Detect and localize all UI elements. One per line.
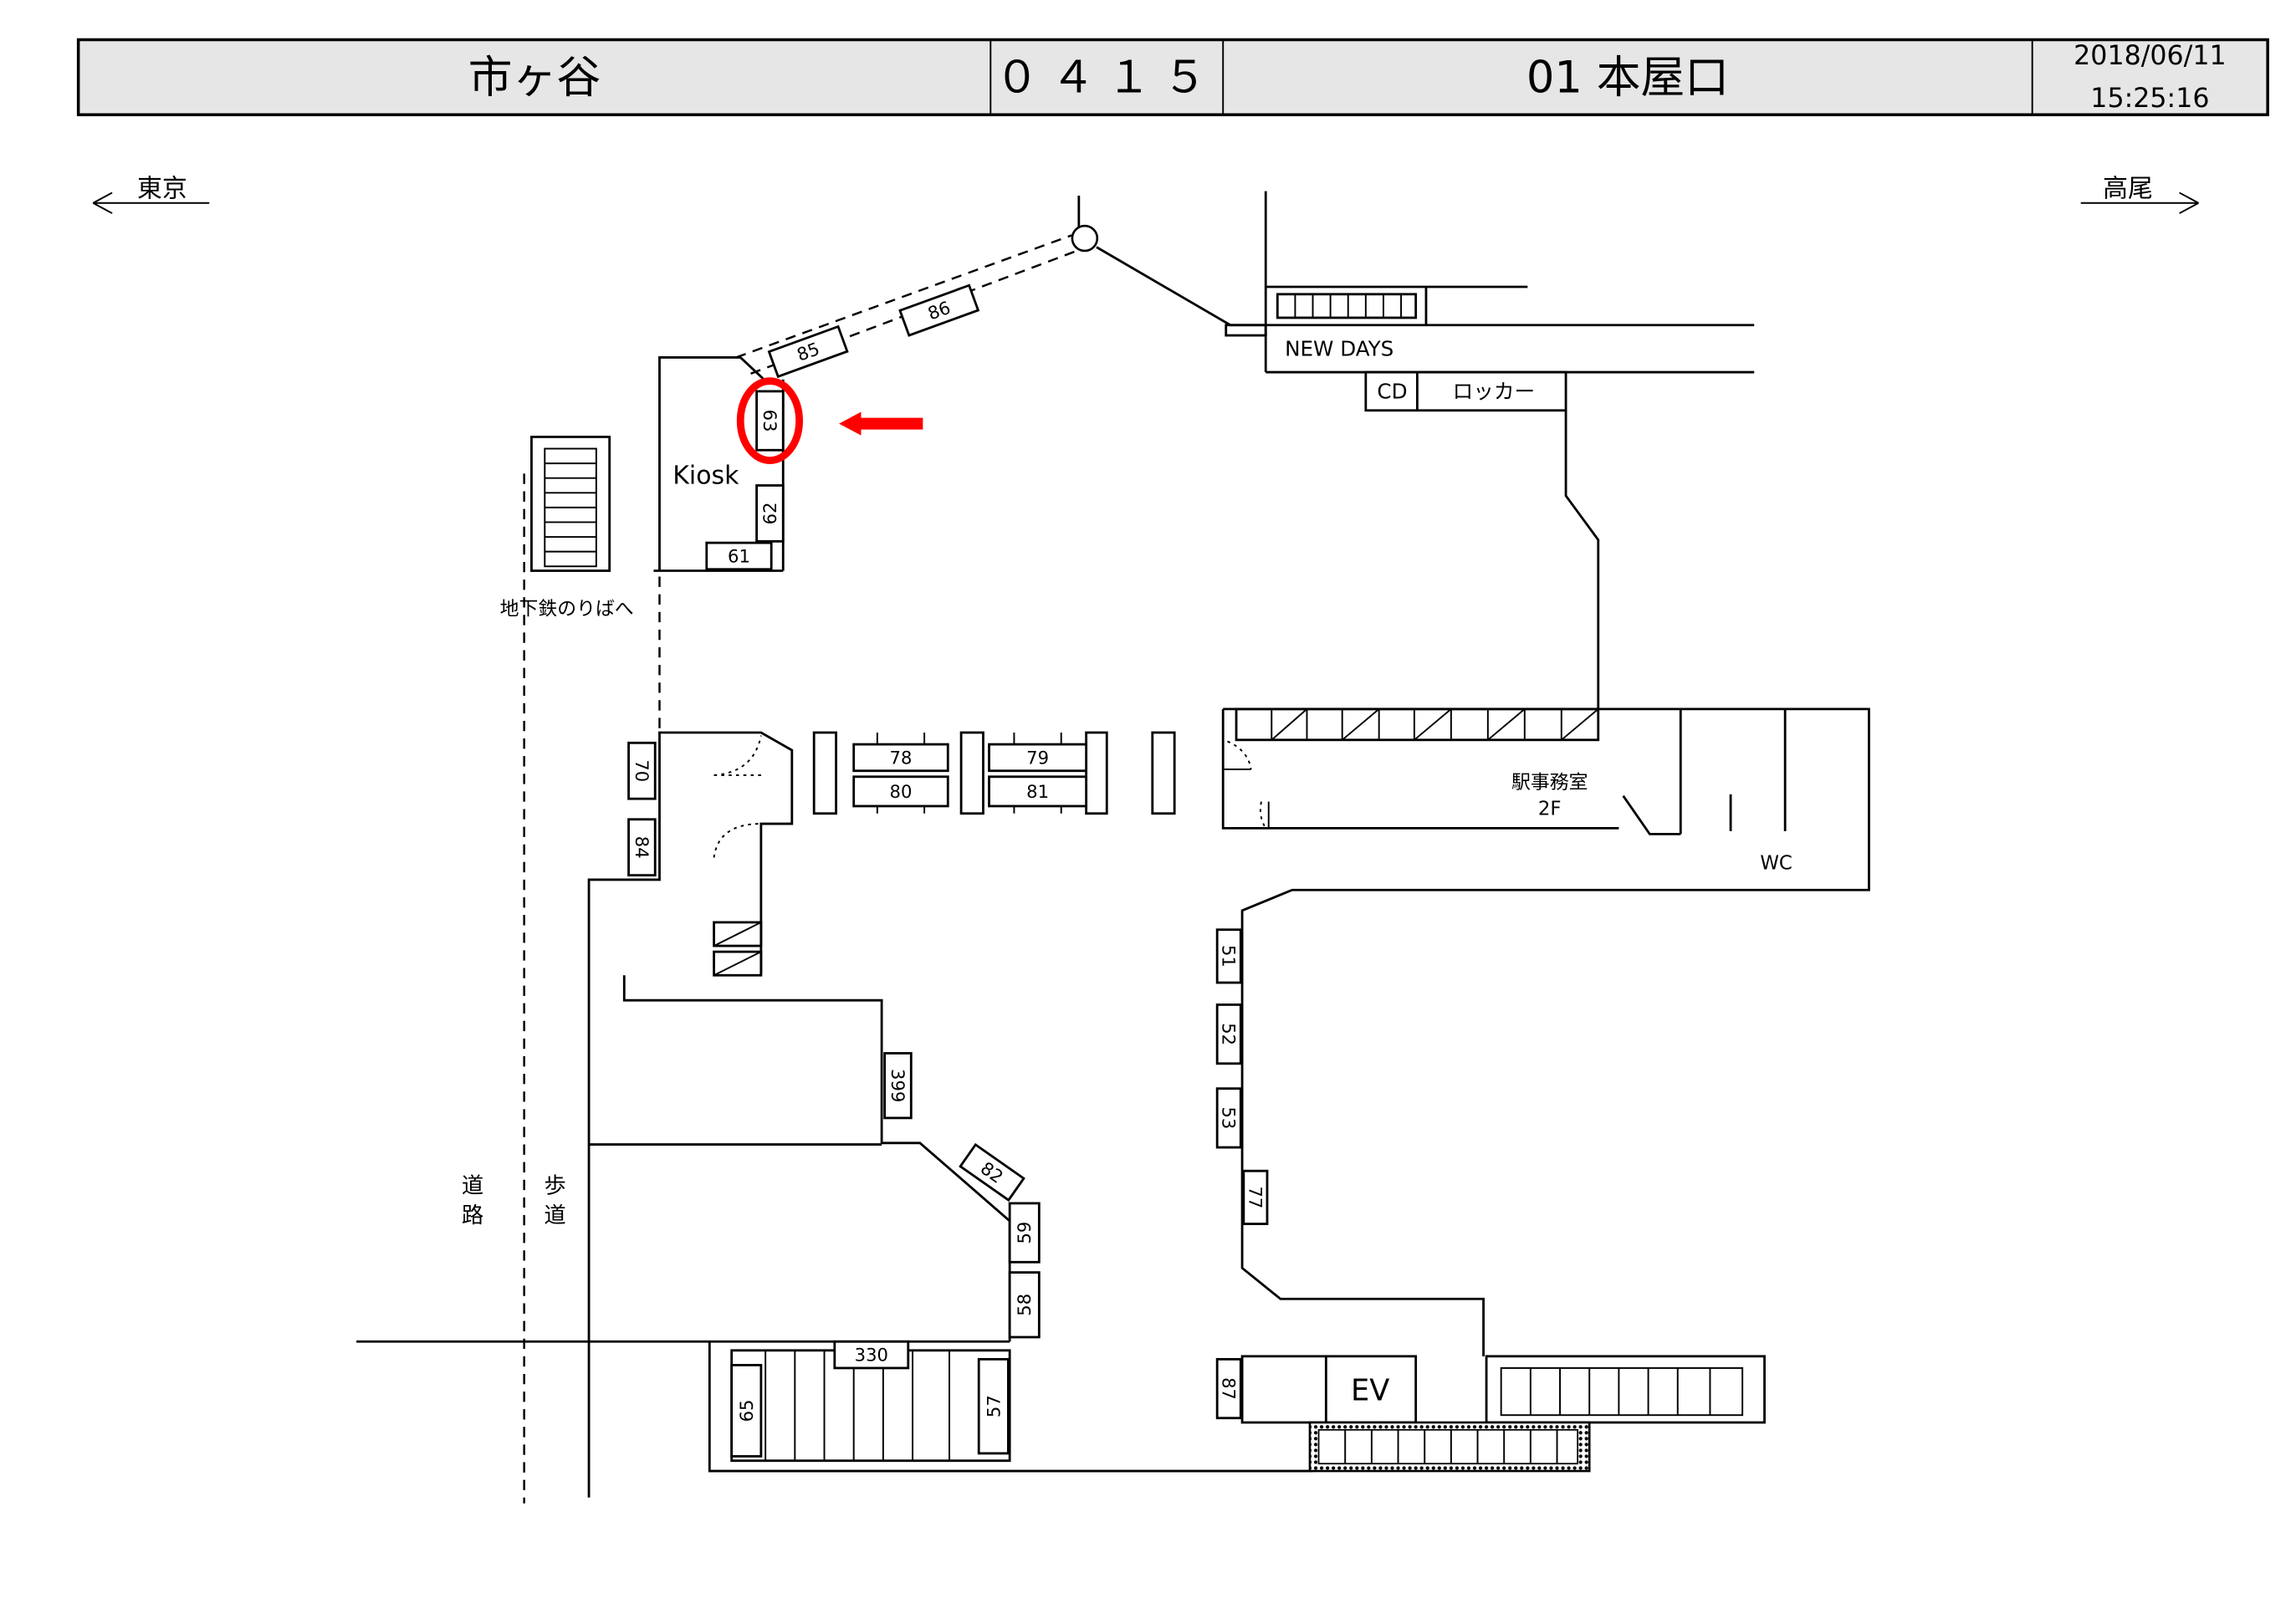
station-name: 市ヶ谷: [468, 53, 601, 104]
direction-takao: 高尾: [2080, 175, 2199, 214]
board-70[interactable]: 70: [627, 741, 657, 800]
board-number: 63: [759, 410, 780, 432]
board-63[interactable]: 63: [755, 390, 785, 452]
new-days-label: NEW DAYS: [1285, 337, 1393, 361]
board-number: 80: [890, 781, 913, 802]
board-number: 79: [1026, 747, 1049, 768]
board-number: 81: [1026, 781, 1049, 802]
board-53[interactable]: 53: [1215, 1087, 1242, 1149]
board-number: 62: [759, 502, 780, 524]
board-59[interactable]: 59: [1008, 1202, 1041, 1264]
board-number: 87: [1219, 1377, 1240, 1400]
board-79[interactable]: 79: [988, 743, 1088, 773]
road-label-2: 路: [462, 1203, 483, 1228]
board-80[interactable]: 80: [852, 775, 949, 808]
board-78[interactable]: 78: [852, 743, 949, 773]
board-62[interactable]: 62: [755, 484, 785, 543]
board-number: 84: [632, 836, 652, 859]
direction-right-label: 高尾: [2103, 175, 2153, 204]
office-floor-label: 2F: [1538, 799, 1562, 820]
board-65[interactable]: 65: [730, 1363, 763, 1458]
board-number: 51: [1219, 945, 1240, 968]
direction-tokyo: 東京: [92, 175, 210, 214]
location-name: 01 本屋口: [1526, 53, 1729, 104]
board-57[interactable]: 57: [977, 1357, 1010, 1455]
sidewalk-label-2: 道: [544, 1203, 565, 1228]
board-number: 78: [890, 747, 913, 768]
board-number: 399: [887, 1069, 908, 1102]
board-number: 77: [1245, 1186, 1266, 1208]
board-58[interactable]: 58: [1008, 1271, 1041, 1339]
board-number: 52: [1219, 1023, 1240, 1045]
board-number: 65: [736, 1400, 757, 1422]
road-label-1: 道: [462, 1174, 483, 1199]
board-number: 59: [1014, 1222, 1035, 1244]
board-52[interactable]: 52: [1215, 1004, 1242, 1065]
board-51[interactable]: 51: [1215, 928, 1242, 984]
arrow-left-icon: [92, 192, 210, 214]
board-number: 61: [728, 545, 750, 566]
board-77[interactable]: 77: [1242, 1169, 1269, 1225]
station-code: ０４１５: [995, 53, 1219, 104]
direction-left-label: 東京: [137, 175, 187, 204]
arrow-right-icon: [2080, 192, 2199, 214]
time: 15:25:16: [2090, 84, 2209, 114]
cd-label: CD: [1377, 380, 1407, 404]
board-number: 57: [983, 1395, 1004, 1417]
board-number: 58: [1014, 1294, 1035, 1316]
wc-label: WC: [1760, 853, 1792, 875]
board-61[interactable]: 61: [705, 541, 773, 571]
board-87[interactable]: 87: [1215, 1357, 1242, 1420]
board-330[interactable]: 330: [833, 1340, 910, 1370]
highlight-arrow-icon: [839, 411, 923, 436]
date: 2018/06/11: [2074, 41, 2226, 71]
board-399[interactable]: 399: [883, 1052, 913, 1120]
header-bar: 市ヶ谷 ０４１５ 01 本屋口 2018/06/11 15:25:16: [76, 38, 2269, 116]
board-number: 330: [855, 1345, 888, 1366]
sidewalk-label-1: 歩: [544, 1174, 565, 1199]
board-86[interactable]: 86: [898, 283, 980, 337]
board-81[interactable]: 81: [988, 775, 1088, 808]
board-84[interactable]: 84: [627, 818, 657, 877]
board-number: 70: [632, 759, 652, 782]
subway-label: 地下鉄のりばへ: [500, 598, 634, 620]
board-82[interactable]: 82: [959, 1142, 1025, 1203]
office-label: 駅事務室: [1511, 772, 1588, 794]
kiosk-label: Kiosk: [672, 462, 739, 491]
ev-label: EV: [1351, 1374, 1389, 1408]
highlight-circle: [736, 377, 804, 464]
locker-label: ロッカー: [1453, 380, 1535, 404]
board-85[interactable]: 85: [767, 324, 849, 379]
board-number: 53: [1219, 1106, 1240, 1129]
floor-plan-lines: [356, 191, 1870, 1504]
